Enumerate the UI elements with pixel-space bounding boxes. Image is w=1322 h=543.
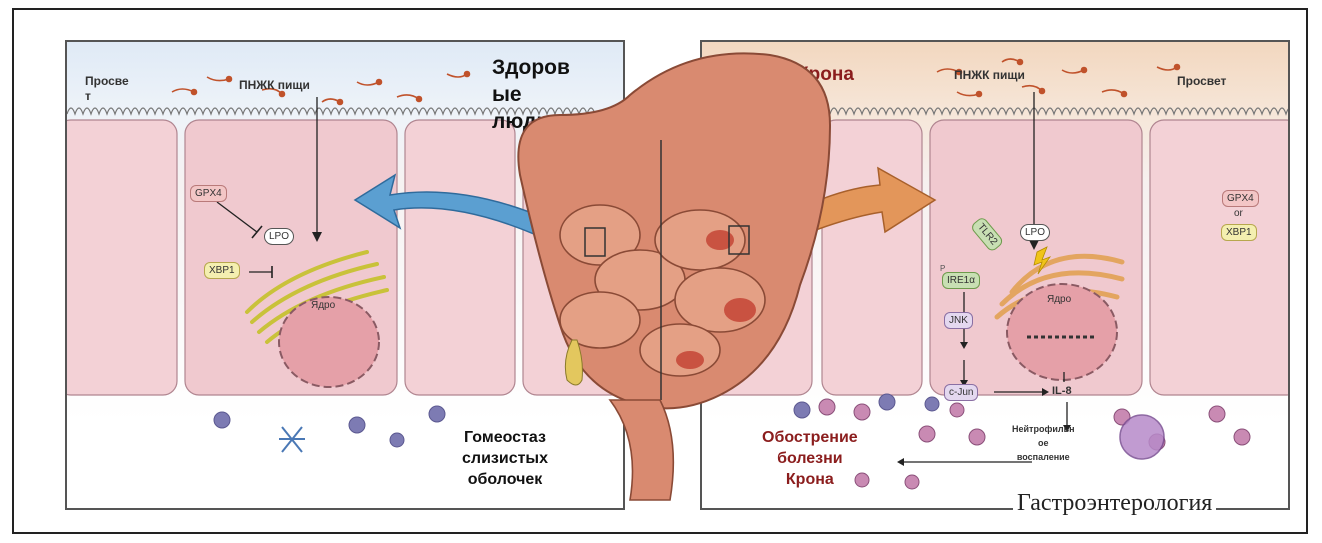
crohns-flare-caption: Обострение болезни Крона bbox=[762, 427, 858, 490]
cjun-label: c-Jun bbox=[944, 384, 978, 401]
gpx4-label: GPX4 bbox=[190, 185, 227, 202]
phospho-label: P bbox=[940, 264, 945, 273]
lumen-label: Просве т bbox=[85, 74, 129, 104]
healthy-title: Здоров ые люди bbox=[492, 54, 570, 135]
jnk-label: JNK bbox=[944, 312, 973, 329]
neutrophil-label: Нейтрофильн ое воспаление bbox=[1012, 422, 1075, 464]
nucleus-label: Ядро bbox=[311, 300, 335, 311]
healthy-panel: Просве т ПНЖК пищи Здоров ые люди GPX4 L… bbox=[65, 40, 625, 510]
xbp1-label: XBP1 bbox=[204, 262, 240, 279]
pufa-label-crohns: ПНЖК пищи bbox=[954, 68, 1025, 82]
crohns-panel: Болезнь Крона ПНЖК пищи Просвет GPX4 or … bbox=[700, 40, 1290, 510]
or-label: or bbox=[1234, 208, 1243, 219]
source-caption: Гастроэнтерология bbox=[1013, 490, 1216, 517]
nucleus-label-crohns: Ядро bbox=[1047, 294, 1071, 305]
gpx4-label-crohns: GPX4 bbox=[1222, 190, 1259, 207]
il8-label: IL-8 bbox=[1052, 385, 1072, 397]
lumen-label-crohns: Просвет bbox=[1177, 74, 1226, 88]
lpo-label-crohns: LPO bbox=[1020, 224, 1050, 241]
lpo-label: LPO bbox=[264, 228, 294, 245]
crohns-title: Болезнь Крона bbox=[712, 64, 854, 86]
pufa-label: ПНЖК пищи bbox=[239, 78, 310, 92]
ire1a-label: IRE1α bbox=[942, 272, 980, 289]
xbp1-label-crohns: XBP1 bbox=[1221, 224, 1257, 241]
homeostasis-caption: Гомеостаз слизистых оболочек bbox=[462, 427, 548, 490]
